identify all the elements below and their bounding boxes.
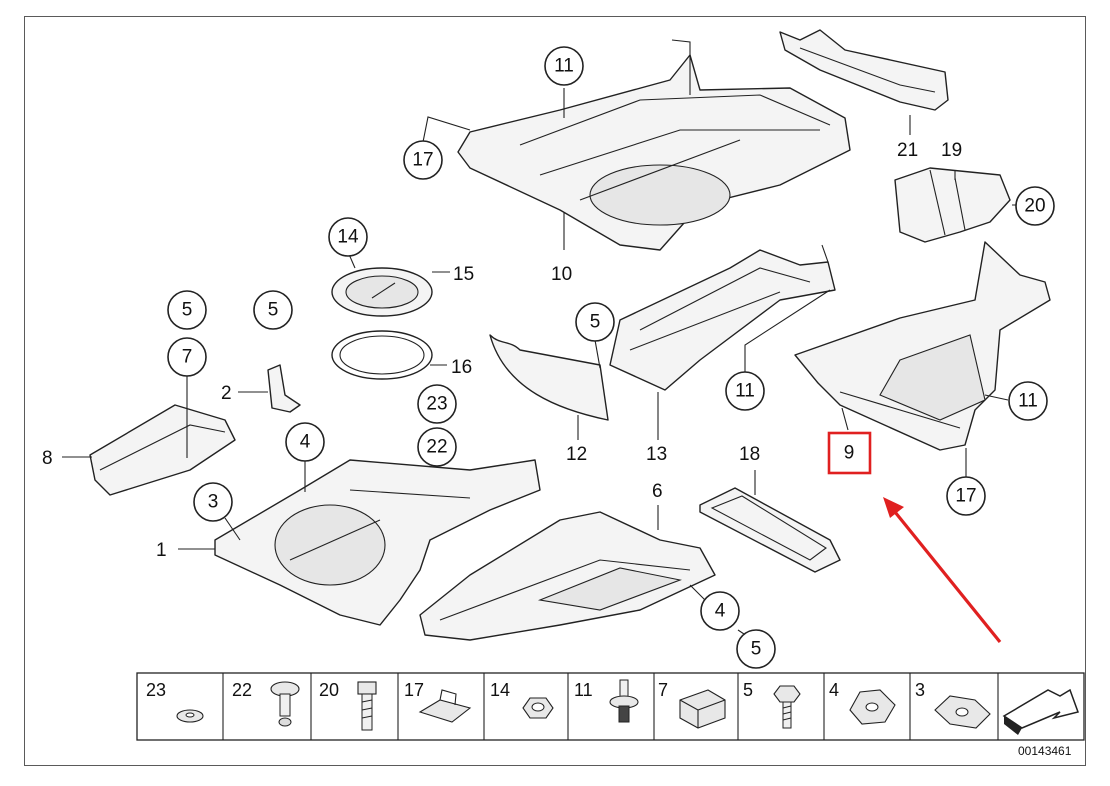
- bolt-icon: [357, 681, 377, 731]
- expansion-rivet-icon: [270, 681, 300, 727]
- callout-5-bracket: 5: [253, 290, 293, 330]
- push-rivet-icon: [609, 679, 639, 723]
- label-18: 18: [739, 444, 760, 465]
- part-21-tray: [779, 29, 949, 111]
- label-21: 21: [897, 140, 918, 161]
- part-19-block: [894, 167, 1011, 243]
- callout-label: 23: [426, 394, 447, 415]
- callout-label: 3: [208, 492, 219, 513]
- callout-label: 5: [182, 300, 193, 321]
- square-clip-icon: [679, 689, 726, 729]
- callout-11-right: 11: [1008, 381, 1048, 421]
- callout-17-top: 17: [403, 140, 443, 180]
- part-2-bracket: [267, 364, 301, 413]
- callout-label: 5: [268, 300, 279, 321]
- callout-5-right: 5: [736, 629, 776, 669]
- label-15: 15: [453, 264, 474, 285]
- callout-14: 14: [328, 217, 368, 257]
- fastener-legend: 23 22 20 17 14 11 7 5 4 3: [136, 672, 1085, 741]
- highlight-box-9: 9: [827, 431, 872, 475]
- callout-label: 5: [751, 639, 762, 660]
- label-9: 9: [844, 443, 855, 464]
- callout-label: 4: [715, 601, 726, 622]
- part-9-side-panel: [794, 241, 1051, 451]
- speed-nut-icon: [934, 695, 991, 729]
- callout-label: 11: [735, 381, 755, 402]
- callout-label: 11: [554, 56, 574, 77]
- callout-5-left: 5: [167, 290, 207, 330]
- legend-num-7: 7: [658, 680, 668, 700]
- part-10-underbody-panel: [457, 39, 851, 251]
- label-19: 19: [941, 140, 962, 161]
- callout-3: 3: [193, 482, 233, 522]
- callout-label: 17: [412, 150, 433, 171]
- legend-num-22: 22: [232, 680, 252, 700]
- part-6-lower-panel: [419, 511, 716, 641]
- callout-4-left: 4: [285, 422, 325, 462]
- callout-label: 5: [590, 312, 601, 333]
- callout-5-shield: 5: [575, 302, 615, 342]
- spring-clip-icon: [849, 689, 896, 725]
- legend-num-5: 5: [743, 680, 753, 700]
- callout-22: 22: [417, 427, 457, 467]
- part-18-tray: [699, 487, 841, 573]
- callout-17-right: 17: [946, 476, 986, 516]
- legend-num-23: 23: [146, 680, 166, 700]
- label-6: 6: [652, 481, 663, 502]
- callout-label: 17: [955, 486, 976, 507]
- label-12: 12: [566, 444, 587, 465]
- legend-num-11: 11: [574, 680, 593, 700]
- label-1: 1: [156, 540, 167, 561]
- next-page-arrow-icon[interactable]: [1002, 688, 1079, 735]
- label-2: 2: [221, 383, 232, 404]
- callout-4-right: 4: [700, 591, 740, 631]
- clip-nut-icon: [418, 689, 472, 723]
- part-13-tray: [609, 244, 836, 391]
- part-15-cover: [331, 267, 433, 317]
- legend-num-3: 3: [915, 680, 925, 700]
- callout-7: 7: [167, 337, 207, 377]
- callout-11-top: 11: [544, 46, 584, 86]
- part-8-rail: [89, 404, 236, 496]
- callout-label: 4: [300, 432, 311, 453]
- callout-label: 11: [1018, 391, 1038, 412]
- callout-label: 20: [1024, 196, 1045, 217]
- label-13: 13: [646, 444, 667, 465]
- part-16-ring: [331, 330, 433, 380]
- callout-11-middle: 11: [725, 371, 765, 411]
- legend-num-4: 4: [829, 680, 839, 700]
- part-1-lower-panel: [214, 459, 541, 626]
- legend-num-14: 14: [490, 680, 510, 700]
- washer-icon: [176, 709, 204, 723]
- flange-screw-icon: [773, 685, 801, 729]
- part-12-shield: [489, 334, 609, 421]
- callout-label: 22: [426, 437, 447, 458]
- label-10: 10: [551, 264, 572, 285]
- callout-label: 7: [182, 347, 193, 368]
- legend-num-17: 17: [404, 680, 424, 700]
- label-8: 8: [42, 448, 53, 469]
- red-arrow: [883, 497, 1002, 644]
- label-16: 16: [451, 357, 472, 378]
- callout-label: 14: [337, 227, 359, 248]
- legend-num-20: 20: [319, 680, 339, 700]
- document-number: 00143461: [1018, 744, 1072, 758]
- hex-nut-icon: [522, 697, 554, 719]
- callout-23: 23: [417, 384, 457, 424]
- callout-20: 20: [1015, 186, 1055, 226]
